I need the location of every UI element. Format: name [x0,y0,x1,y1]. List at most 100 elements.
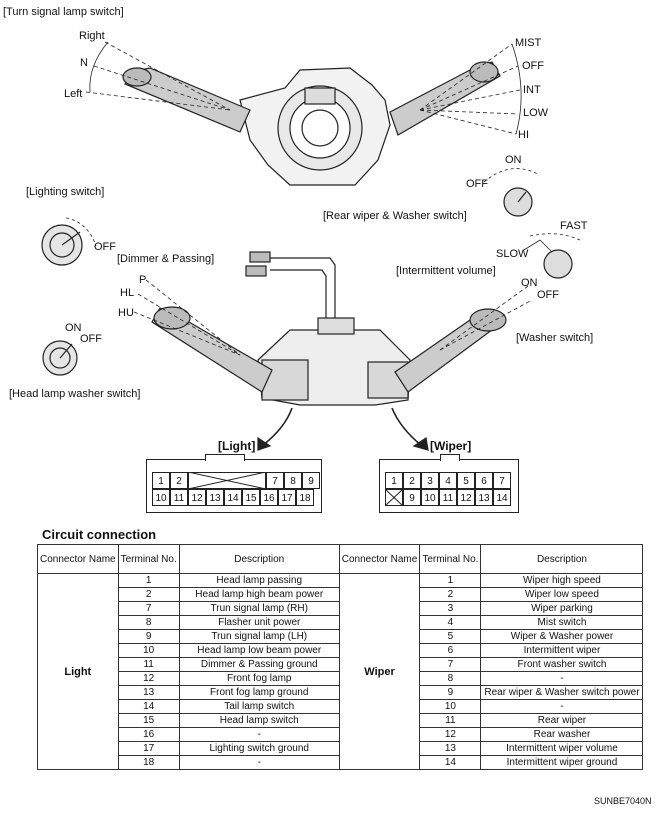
hlw-off-label: OFF [80,333,102,345]
terminal-no: 12 [419,727,482,742]
header-terminal-no: Terminal No. [419,544,482,574]
connector-name-light: Light [37,573,119,770]
terminal-description: Rear wiper [480,713,644,728]
light-terminal: 8 [284,472,302,489]
wiper-terminal: 3 [421,472,439,489]
light-terminal: 12 [188,489,206,506]
header-connector-name: Connector Name [338,544,421,574]
circuit-connection-title: Circuit connection [42,527,157,542]
lighting-off-label: OFF [94,241,116,253]
terminal-no: 9 [117,629,180,644]
hl-position-label: HL [120,287,135,299]
terminal-description: Rear washer [480,727,644,742]
empty-terminal-block [188,472,266,489]
terminal-no: 13 [419,741,482,756]
wiper-terminal: 7 [493,472,511,489]
wiper-terminal: 6 [475,472,493,489]
terminal-no: 2 [117,587,180,602]
slow-label: SLOW [496,248,529,260]
header-description: Description [480,544,644,574]
header-connector-name: Connector Name [37,544,119,574]
terminal-no: 11 [419,713,482,728]
wiper-terminal: 14 [493,489,511,506]
terminal-description: - [480,699,644,714]
terminal-description: Wiper high speed [480,573,644,588]
rear-on-label: ON [505,154,522,166]
right-position-label: Right [79,30,105,42]
left-position-label: Left [64,88,83,100]
washer-on-label: ON [521,277,538,289]
terminal-no: 13 [117,685,180,700]
dimmer-passing-label: [Dimmer & Passing] [117,253,215,265]
terminal-description: Wiper parking [480,601,644,616]
rear-wiper-washer-switch-label: [Rear wiper & Washer switch] [323,210,467,222]
terminal-no: 10 [117,643,180,658]
washer-switch-label: [Washer switch] [516,332,594,344]
wiper-connector-label: [Wiper] [430,439,472,453]
terminal-description: - [480,671,644,686]
terminal-no: 8 [419,671,482,686]
header-terminal-no: Terminal No. [117,544,180,574]
terminal-no: 5 [419,629,482,644]
terminal-no: 12 [117,671,180,686]
header-description: Description [178,544,340,574]
connector-key [440,454,460,461]
wiper-terminal: 13 [475,489,493,506]
terminal-description: Intermittent wiper [480,643,644,658]
terminal-description: Intermittent wiper volume [480,741,644,756]
lighting-switch-label: [Lighting switch] [26,186,105,198]
terminal-description: Wiper & Washer power [480,629,644,644]
wiper-terminal: 9 [403,489,421,506]
terminal-description: Flasher unit power [178,615,340,630]
rear-off-label: OFF [466,178,488,190]
terminal-no: 1 [117,573,180,588]
wiper-connector-face: 1 2 3 4 5 6 7 9 10 11 12 13 14 [379,454,519,513]
terminal-no: 9 [419,685,482,700]
light-terminal: 13 [206,489,224,506]
wiper-terminal: 1 [385,472,403,489]
terminal-no: 16 [117,727,180,742]
terminal-no: 14 [419,755,482,770]
connector-name-wiper: Wiper [338,573,421,770]
light-connector-label: [Light] [218,439,256,453]
int-position-label: INT [523,84,541,96]
wiper-terminal: 10 [421,489,439,506]
turn-signal-lamp-switch-label: [Turn signal lamp switch] [3,6,124,18]
wiper-terminal: 4 [439,472,457,489]
terminal-no: 4 [419,615,482,630]
light-terminal: 9 [302,472,320,489]
terminal-description: Trun signal lamp (LH) [178,629,340,644]
light-terminal: 10 [152,489,170,506]
terminal-no: 7 [419,657,482,672]
wiper-terminal: 2 [403,472,421,489]
terminal-no: 1 [419,573,482,588]
hlw-on-label: ON [65,322,82,334]
terminal-description: Head lamp low beam power [178,643,340,658]
passing-position-label: P [139,274,147,286]
intermittent-volume-label: [Intermittent volume] [396,265,496,277]
terminal-description: Wiper low speed [480,587,644,602]
terminal-no: 17 [117,741,180,756]
head-lamp-washer-switch-label: [Head lamp washer switch] [9,388,141,400]
off-position-label: OFF [522,60,544,72]
low-position-label: LOW [523,107,549,119]
light-terminal: 18 [296,489,314,506]
light-terminal: 7 [266,472,284,489]
hu-position-label: HU [118,307,134,319]
light-terminal: 2 [170,472,188,489]
mist-position-label: MIST [515,37,542,49]
fast-label: FAST [560,220,588,232]
terminal-no: 14 [117,699,180,714]
figure-code: SUNBE7040N [594,796,652,806]
terminal-description: Mist switch [480,615,644,630]
terminal-no: 2 [419,587,482,602]
wiper-terminal: 5 [457,472,475,489]
connector-key [205,454,245,461]
terminal-description: Dimmer & Passing ground [178,657,340,672]
